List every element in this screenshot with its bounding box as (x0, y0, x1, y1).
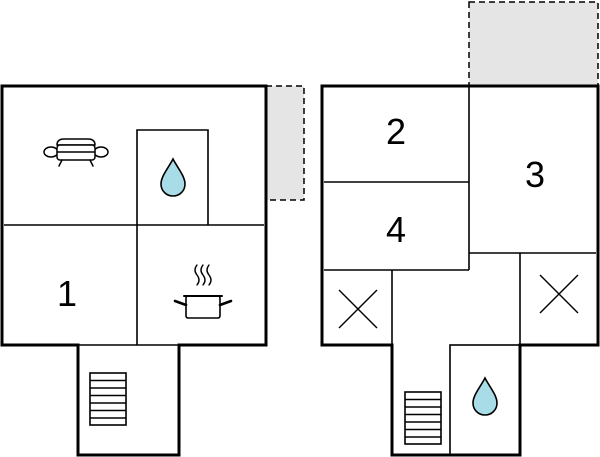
upper-floor: 2 3 4 (320, 1, 600, 457)
staircase-icon (404, 391, 442, 445)
ground-floor: 1 (0, 84, 305, 457)
room-label: 2 (386, 111, 406, 152)
staircase-icon (89, 372, 127, 426)
void-cross-icon (338, 289, 378, 329)
bathroom-wall (136, 129, 209, 225)
room-label: 3 (525, 154, 545, 195)
room-label: 1 (57, 273, 77, 314)
outdoor-terrace (265, 85, 305, 201)
upper-bathroom-wall (449, 344, 521, 456)
shower-drop-icon (472, 376, 498, 416)
room-label: 4 (386, 209, 406, 250)
cooking-pot-icon (173, 264, 233, 319)
void-cross-icon (539, 274, 579, 314)
outdoor-balcony (468, 1, 599, 87)
sofa-icon (43, 138, 109, 167)
ground-floor-outer-wall (0, 84, 268, 457)
shower-drop-icon (160, 157, 186, 197)
